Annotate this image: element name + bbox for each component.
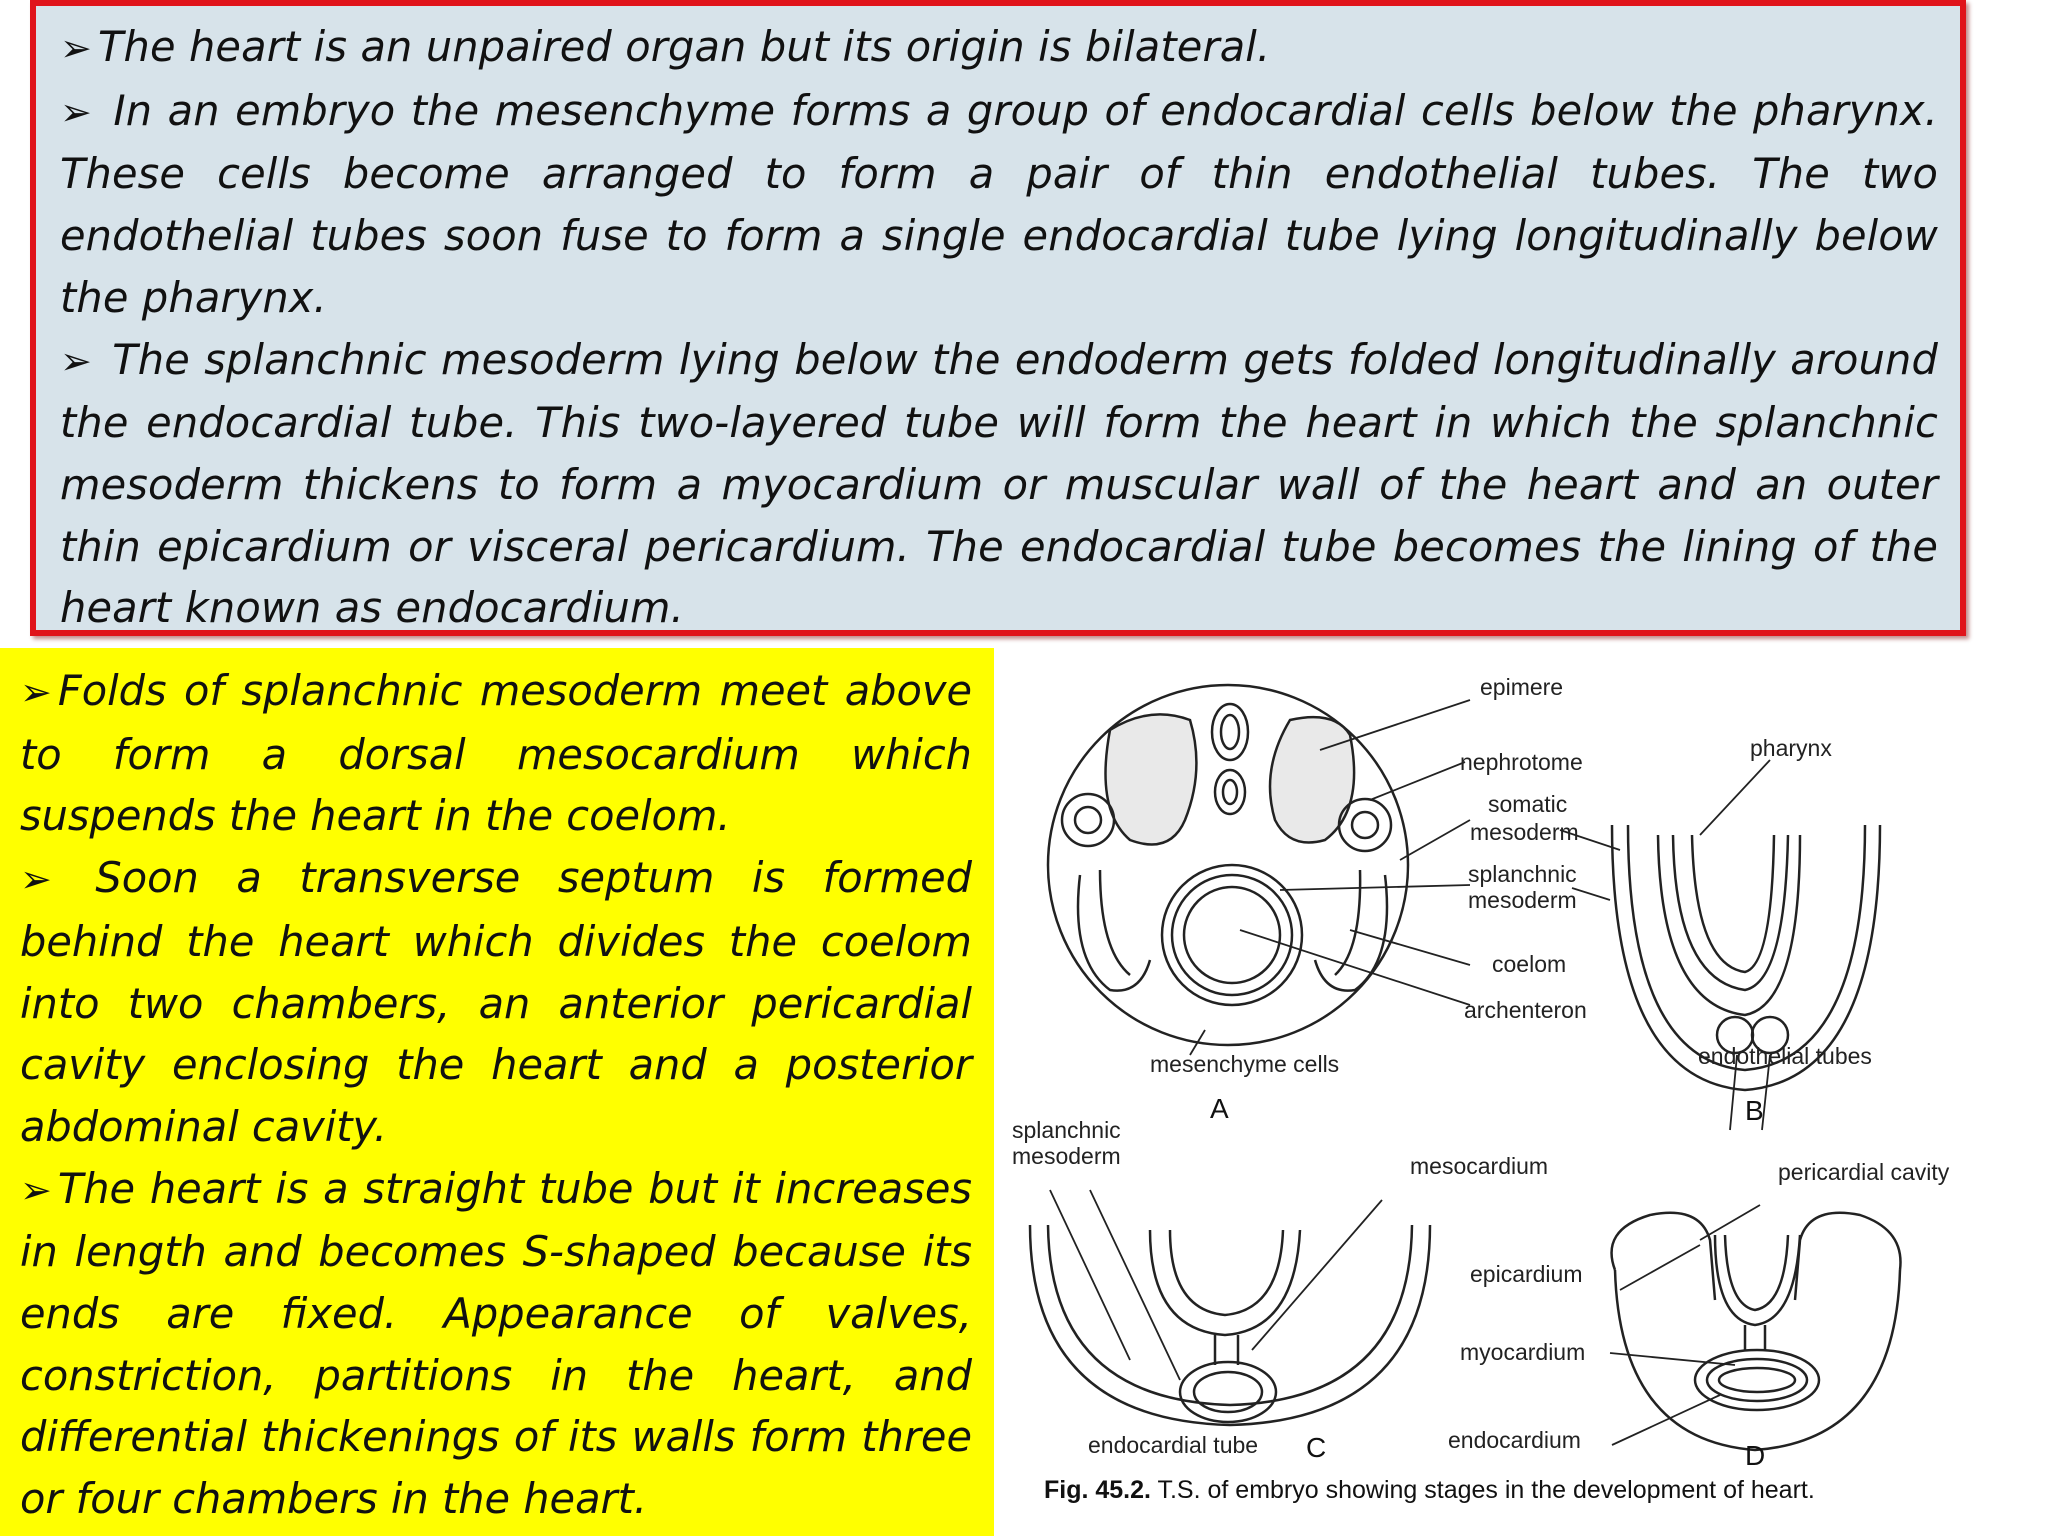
label-somatic-2: mesoderm [1470,819,1579,845]
panel-letter-b: B [1745,1095,1764,1126]
panel-letter-c: C [1306,1432,1326,1463]
label-archenteron: archenteron [1464,997,1587,1023]
label-endocardium: endocardium [1448,1427,1581,1453]
yellow-paragraph-3: ➢The heart is a straight tube but it inc… [20,1163,972,1524]
caption-text: T.S. of embryo showing stages in the dev… [1151,1476,1815,1504]
arrow-bullet-icon: ➢ [60,338,92,383]
panel-a-diagram [1046,683,1410,1047]
yellow-paragraph-1: ➢Folds of splanchnic mesoderm meet above… [20,666,972,841]
panel-c-diagram [1028,1224,1432,1427]
label-pharynx: pharynx [1750,735,1832,761]
arrow-bullet-icon: ➢ [60,26,92,70]
caption-bold: Fig. 45.2. [1044,1476,1151,1504]
label-epicardium: epicardium [1470,1261,1583,1287]
label-splanchnic-1: splanchnic [1468,861,1577,887]
label-coelom: coelom [1492,951,1566,977]
heart-development-figure: epimere nephrotome somatic mesoderm spla… [1000,660,2030,1536]
label-mesenchyme-cells: mesenchyme cells [1150,1051,1339,1077]
yellow-paragraph-2: ➢ Soon a transverse septum is formed beh… [20,853,972,1151]
figure-caption: Fig. 45.2. T.S. of embryo showing stages… [1044,1476,1815,1504]
figure-svg: epimere nephrotome somatic mesoderm spla… [1012,674,1950,1504]
label-epimere: epimere [1480,674,1563,700]
arrow-bullet-icon: ➢ [60,89,92,134]
label-myocardium: myocardium [1460,1339,1585,1365]
label-endothelial-tubes: endothelial tubes [1698,1043,1872,1069]
epimere-left-shape [1104,713,1198,846]
label-pericardial-cavity: pericardial cavity [1778,1159,1950,1185]
panel-letter-d: D [1745,1440,1765,1471]
highlight-text-box: ➢Folds of splanchnic mesoderm meet above… [0,648,994,1536]
panel-d-diagram [1610,1211,1902,1452]
arrow-bullet-icon: ➢ [20,670,52,714]
label-endocardial-tube: endocardial tube [1088,1432,1258,1458]
paragraph-2: ➢ In an embryo the mesenchyme forms a gr… [60,85,1938,322]
label-splanchnic-c2: mesoderm [1012,1143,1121,1169]
paragraph-3: ➢ The splanchnic mesoderm lying below th… [60,334,1938,633]
label-splanchnic-2: mesoderm [1468,887,1577,913]
arrow-bullet-icon: ➢ [20,1167,52,1212]
panel-b-diagram [1610,824,1882,1092]
epimere-right-shape [1268,715,1356,844]
label-nephrotome: nephrotome [1460,749,1583,775]
label-splanchnic-c1: splanchnic [1012,1117,1121,1143]
label-somatic-1: somatic [1488,791,1567,817]
intro-text-box: ➢The heart is an unpaired organ but its … [30,0,1966,693]
panel-letter-a: A [1210,1093,1229,1124]
paragraph-1: ➢The heart is an unpaired organ but its … [60,22,1271,71]
label-mesocardium: mesocardium [1410,1153,1548,1179]
arrow-bullet-icon: ➢ [20,857,52,902]
